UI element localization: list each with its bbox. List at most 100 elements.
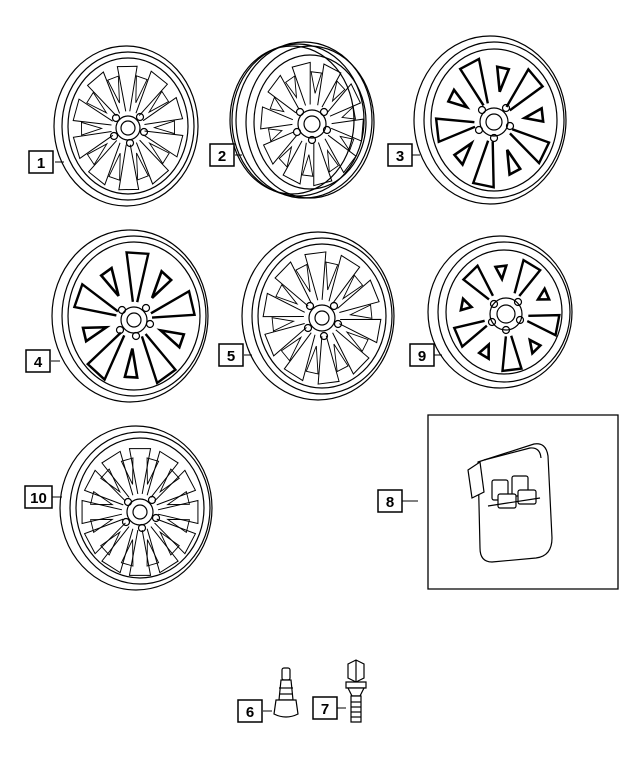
wheel-window (149, 91, 168, 112)
wheel-window (347, 332, 368, 351)
wheel-spoke (338, 280, 380, 312)
wheel-window (150, 143, 170, 163)
wheel-spoke (102, 527, 133, 573)
wheel-window (538, 289, 549, 300)
wheel-spoke (263, 293, 305, 316)
wheel-spoke (463, 266, 492, 300)
wheel-spoke (527, 315, 559, 335)
wheel-spoke (147, 451, 178, 497)
wheel-2[interactable] (230, 42, 374, 198)
wheel-window (461, 299, 472, 310)
callout-9-label: 9 (418, 348, 426, 365)
wheel-9[interactable] (428, 236, 572, 388)
wheel-window (497, 67, 509, 92)
wheel-window (270, 97, 284, 111)
callout-7[interactable]: 7 (313, 697, 337, 719)
callout-4[interactable]: 4 (26, 350, 50, 372)
wheel-window (83, 327, 106, 341)
callout-5[interactable]: 5 (219, 344, 243, 366)
wheel-window (168, 492, 190, 505)
callout-10[interactable]: 10 (25, 486, 52, 508)
wheel-spoke (264, 132, 297, 164)
wheel-spoke (339, 319, 381, 342)
wheel-window (121, 540, 133, 566)
wheel-spoke (102, 451, 133, 497)
lug-bolt[interactable] (346, 660, 366, 722)
wheel-spoke (158, 500, 198, 523)
wheel-1[interactable] (54, 46, 198, 206)
wheel-spoke (155, 470, 196, 505)
wheel-window (87, 92, 107, 112)
callout-10-label: 10 (30, 490, 47, 507)
wheel-window (340, 136, 354, 150)
callout-6[interactable]: 6 (238, 700, 262, 722)
wheel-spoke (328, 84, 361, 116)
callout-2[interactable]: 2 (210, 144, 234, 166)
wheel-window (160, 532, 179, 555)
wheel-spoke (261, 107, 293, 129)
wheel-spoke (89, 140, 120, 184)
wheel-spoke (507, 69, 543, 110)
wheel-window (87, 144, 106, 165)
wheel-window (311, 72, 321, 94)
wheel-spoke (460, 59, 488, 106)
wheel-spoke (85, 519, 126, 554)
wheel-window (279, 147, 291, 167)
callout-1[interactable]: 1 (29, 151, 53, 173)
wheel-window (91, 519, 113, 532)
wheel-window (286, 76, 297, 97)
wheel-window (479, 345, 488, 359)
wheel-window (101, 268, 118, 296)
wheel-spoke (117, 66, 137, 111)
callout-3-label: 3 (396, 148, 404, 165)
wheel-window (276, 285, 297, 304)
wheel-window (269, 129, 282, 141)
wheel-spoke (283, 141, 306, 184)
wheel-window (328, 151, 339, 172)
wheel-spoke (82, 500, 122, 523)
wheel-spoke (284, 333, 315, 381)
wheel-spoke (305, 252, 326, 300)
callout-1-label: 1 (37, 155, 45, 172)
wheel-window (137, 153, 149, 180)
wheel-spoke (318, 64, 341, 107)
wheel-window (530, 340, 541, 353)
wheel-window (448, 90, 467, 107)
wheel-spoke (129, 449, 150, 494)
tpms-sensor-frame (428, 415, 618, 589)
wheel-spoke (333, 330, 369, 374)
tpms-sensor[interactable] (468, 444, 552, 562)
wheel-window (272, 318, 294, 331)
wheel-window (109, 153, 120, 180)
wheel-5[interactable] (242, 232, 394, 400)
wheel-spoke (147, 527, 178, 573)
wheel-spoke (502, 336, 521, 371)
callout-3[interactable]: 3 (388, 144, 412, 166)
wheel-window (91, 492, 113, 505)
callout-6-label: 6 (246, 704, 254, 721)
wheel-window (496, 266, 507, 279)
wheel-10[interactable] (60, 426, 212, 590)
wheel-window (302, 155, 312, 177)
wheel-window (296, 264, 310, 291)
wheel-window (525, 108, 544, 121)
wheel-window (342, 107, 355, 119)
wheel-spoke (136, 71, 167, 115)
wheel-window (350, 305, 372, 318)
wheel-spoke (268, 75, 299, 112)
wheel-spoke (142, 334, 175, 383)
wheel-spoke (318, 336, 339, 384)
wheel-window (152, 271, 171, 298)
wheel-window (108, 76, 120, 103)
wheel-window (333, 81, 345, 101)
wheel-spoke (454, 321, 487, 347)
wheel-3[interactable] (414, 36, 566, 204)
callout-8[interactable]: 8 (378, 490, 402, 512)
wheel-spoke (314, 143, 332, 186)
wheel-4[interactable] (52, 230, 208, 402)
wheel-spoke (436, 119, 475, 142)
valve-stem[interactable] (274, 668, 298, 717)
wheel-window (281, 337, 300, 360)
callout-9[interactable]: 9 (410, 344, 434, 366)
